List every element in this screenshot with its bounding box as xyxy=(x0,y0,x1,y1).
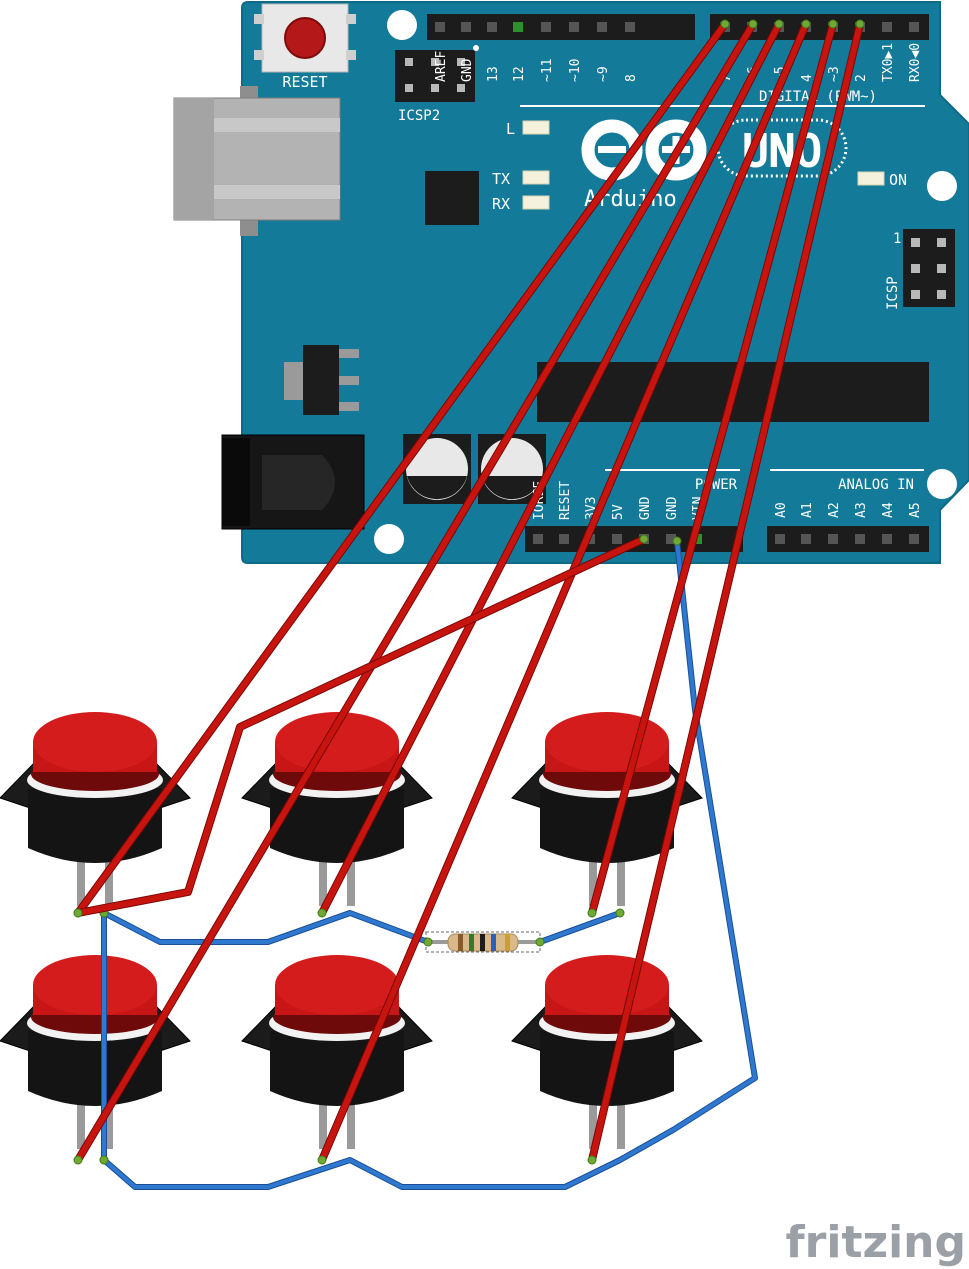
analog-header xyxy=(767,526,929,552)
fritzing-watermark: fritzing xyxy=(786,1217,966,1268)
wire xyxy=(317,19,811,1165)
top-pin-label: ~10 xyxy=(568,59,583,82)
header-socket xyxy=(666,534,676,544)
wire xyxy=(73,19,758,1165)
top-pin-label: RX0◀0 xyxy=(908,43,923,82)
icsp2-header: ICSP2 xyxy=(395,45,479,124)
header-socket xyxy=(801,534,811,544)
power-header xyxy=(525,526,743,552)
svg-text:RX: RX xyxy=(492,195,510,213)
top-pin-label: 12 xyxy=(512,66,527,82)
header-socket xyxy=(559,534,569,544)
top-pin-label: ~3 xyxy=(827,66,842,82)
signal-wires xyxy=(73,19,865,1165)
wire xyxy=(73,534,649,918)
top-pin-label: ~11 xyxy=(540,59,555,82)
top-pin-label: 7 xyxy=(719,74,734,82)
analog-pin-label: A4 xyxy=(881,502,896,518)
power-pin-label: GND xyxy=(665,496,680,520)
led-rx: RX xyxy=(492,195,550,213)
top-pin-label: 2 xyxy=(854,74,869,82)
mounting-hole xyxy=(387,10,417,40)
push-button xyxy=(511,955,703,1149)
header-socket xyxy=(882,22,892,32)
mounting-hole xyxy=(927,171,957,201)
led-l: L xyxy=(506,120,550,138)
led-on: ON xyxy=(857,171,907,189)
pcb xyxy=(241,1,969,564)
analog-pin-label: A0 xyxy=(774,502,789,518)
power-pin-label: GND xyxy=(638,496,653,520)
usb-chip xyxy=(425,171,479,225)
reset-button: RESET xyxy=(254,3,356,91)
wire xyxy=(587,19,838,918)
analog-pin-label: A5 xyxy=(908,502,923,518)
icsp-pin1-label: 1 xyxy=(893,231,901,247)
top-pin-label: ~9 xyxy=(596,66,611,82)
header-socket xyxy=(828,534,838,544)
top-pin-label: 8 xyxy=(624,74,639,82)
top-pin-label: TX0▶1 xyxy=(881,43,896,82)
voltage-regulator xyxy=(284,345,359,415)
header-socket xyxy=(533,534,543,544)
mounting-hole xyxy=(374,524,404,554)
analog-pin-label: A1 xyxy=(800,502,815,518)
icsp-header: 1 ICSP xyxy=(885,229,955,310)
header-socket xyxy=(569,22,579,32)
power-jack xyxy=(221,434,365,530)
svg-text:TX: TX xyxy=(492,170,510,188)
svg-text:ON: ON xyxy=(889,171,907,189)
top-pin-label: AREF xyxy=(434,51,449,82)
usb-connector xyxy=(173,86,341,236)
power-pin-label: RESET xyxy=(558,481,573,520)
header-socket xyxy=(461,22,471,32)
wire xyxy=(535,908,625,947)
wire xyxy=(317,19,784,918)
push-buttons xyxy=(0,712,703,1149)
push-button xyxy=(0,955,191,1149)
header-socket xyxy=(541,22,551,32)
led-tx: TX xyxy=(492,170,550,188)
icsp-label: ICSP xyxy=(885,276,901,310)
analog-pin-label: A2 xyxy=(827,502,842,518)
power-label: POWER xyxy=(695,477,738,493)
mounting-hole xyxy=(927,469,957,499)
capacitor xyxy=(403,434,471,504)
header-socket xyxy=(435,22,445,32)
power-pin-label: 5V xyxy=(611,504,626,520)
header-socket xyxy=(625,22,635,32)
push-button xyxy=(0,712,191,906)
top-header-left xyxy=(427,14,695,40)
analog-pin-label: A3 xyxy=(854,502,869,518)
top-pin-label: GND xyxy=(460,58,475,82)
wire xyxy=(587,19,865,1165)
svg-text:L: L xyxy=(506,120,515,138)
wire xyxy=(99,908,433,947)
analog-in-label: ANALOG IN xyxy=(838,477,914,493)
header-socket xyxy=(487,22,497,32)
header-socket xyxy=(612,534,622,544)
header-socket xyxy=(909,534,919,544)
resistor xyxy=(425,931,541,953)
header-socket xyxy=(775,534,785,544)
header-socket xyxy=(597,22,607,32)
header-socket xyxy=(909,22,919,32)
top-pin-label: 13 xyxy=(486,66,501,82)
icsp2-label: ICSP2 xyxy=(398,108,440,124)
push-button xyxy=(241,712,433,906)
header-socket xyxy=(855,534,865,544)
reset-label: RESET xyxy=(282,73,327,91)
top-pin-label: 4 xyxy=(800,74,815,82)
header-socket xyxy=(882,534,892,544)
